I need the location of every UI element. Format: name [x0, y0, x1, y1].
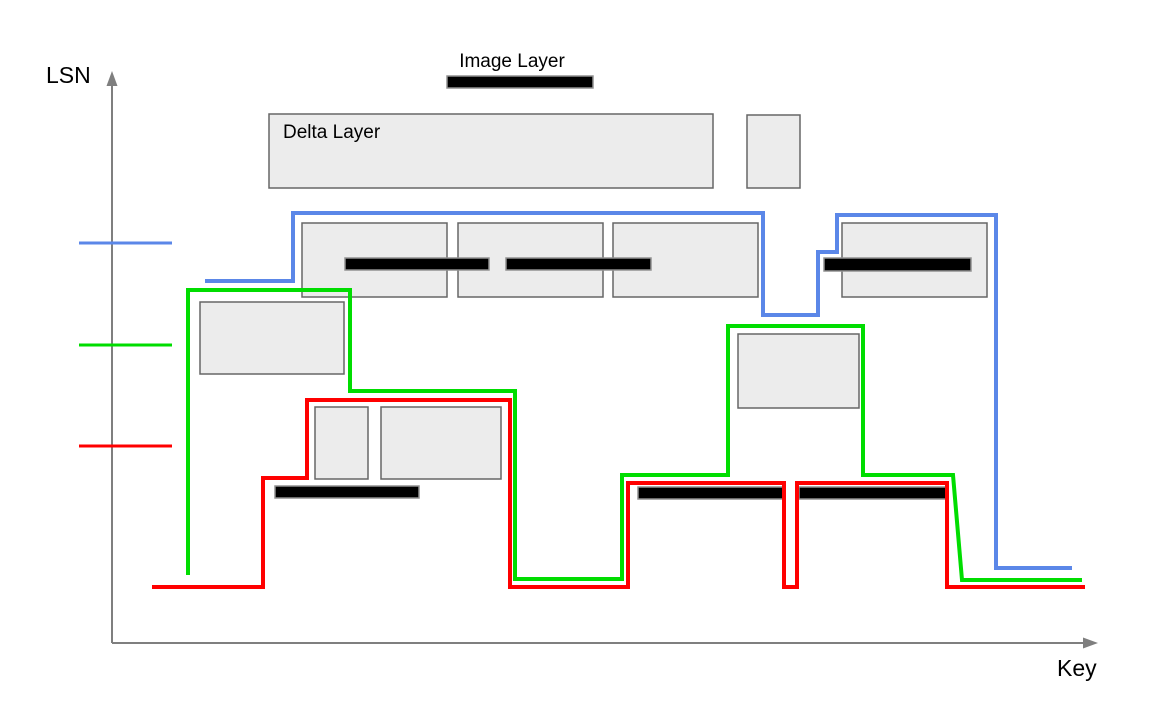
image-layer-bar	[637, 486, 785, 500]
lsn-line-red	[152, 398, 1085, 589]
image-layer-bar	[505, 257, 652, 271]
delta-layer-rect	[737, 333, 860, 409]
image-layer-bar	[344, 257, 490, 271]
delta-layer-rect	[746, 114, 801, 189]
delta-layer-legend-rect	[268, 113, 714, 189]
image-layer-legend-label: Image Layer	[459, 51, 565, 72]
image-layer-bar	[823, 257, 972, 272]
y-axis-arrowhead	[106, 71, 118, 86]
delta-layer-rect	[380, 406, 502, 480]
image-layer-legend-bar	[446, 75, 594, 89]
delta-layer-label: Delta Layer	[283, 122, 381, 143]
delta-layer-rect	[199, 301, 345, 375]
y-axis-label: LSN	[46, 62, 91, 88]
lsn-line-green	[186, 288, 1082, 582]
delta-layer-rect	[314, 406, 369, 480]
lsn-line-blue	[205, 211, 1072, 570]
x-axis-arrowhead	[1083, 637, 1098, 649]
image-layer-bar	[274, 485, 420, 499]
image-layer-bar	[798, 486, 947, 500]
x-axis-label: Key	[1057, 655, 1097, 681]
delta-layer-rect	[612, 222, 759, 298]
